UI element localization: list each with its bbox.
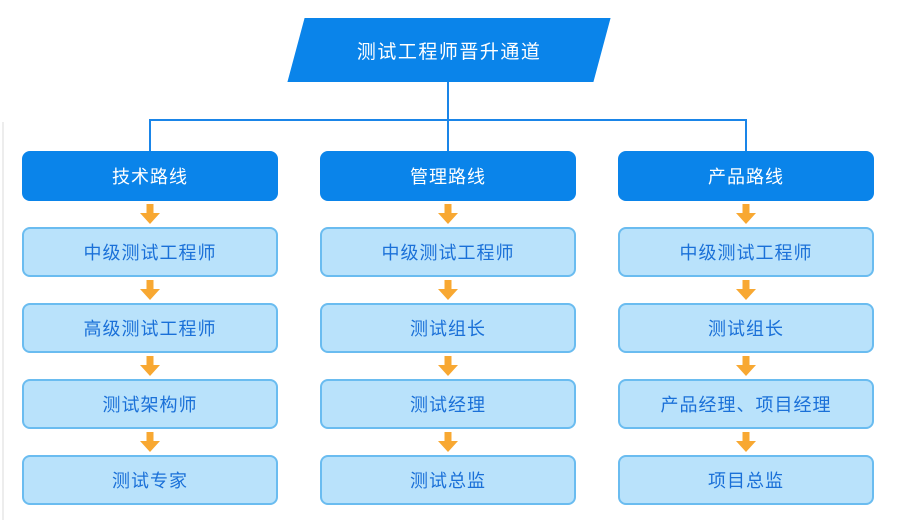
arrow-gap bbox=[618, 429, 874, 455]
column-technical-route: 技术路线 中级测试工程师 高级测试工程师 测试架构师 测试专家 bbox=[22, 151, 278, 505]
arrow-gap bbox=[618, 277, 874, 303]
step-box: 测试架构师 bbox=[22, 379, 278, 429]
column-header: 产品路线 bbox=[618, 151, 874, 201]
left-edge-artifact bbox=[2, 122, 4, 520]
connector-line-drop-left bbox=[149, 119, 151, 153]
step-box: 测试组长 bbox=[320, 303, 576, 353]
down-arrow-icon bbox=[736, 356, 756, 376]
arrow-gap bbox=[320, 201, 576, 227]
flow-title-shape: 测试工程师晋升通道 bbox=[287, 18, 611, 82]
flow-title: 测试工程师晋升通道 bbox=[356, 41, 542, 63]
arrow-gap bbox=[320, 277, 576, 303]
arrow-gap bbox=[22, 201, 278, 227]
step-label: 测试架构师 bbox=[102, 395, 198, 415]
connector-line-top-vertical bbox=[447, 82, 449, 121]
step-label: 产品经理、项目经理 bbox=[660, 395, 832, 415]
step-box: 中级测试工程师 bbox=[22, 227, 278, 277]
step-label: 高级测试工程师 bbox=[83, 319, 217, 339]
down-arrow-icon bbox=[438, 280, 458, 300]
arrow-gap bbox=[618, 353, 874, 379]
step-box: 测试组长 bbox=[618, 303, 874, 353]
column-product-route: 产品路线 中级测试工程师 测试组长 产品经理、项目经理 项目总监 bbox=[618, 151, 874, 505]
step-box: 测试专家 bbox=[22, 455, 278, 505]
step-box: 产品经理、项目经理 bbox=[618, 379, 874, 429]
down-arrow-icon bbox=[736, 204, 756, 224]
down-arrow-icon bbox=[438, 204, 458, 224]
down-arrow-icon bbox=[140, 356, 160, 376]
step-box: 高级测试工程师 bbox=[22, 303, 278, 353]
down-arrow-icon bbox=[140, 432, 160, 452]
arrow-gap bbox=[22, 277, 278, 303]
step-label: 中级测试工程师 bbox=[381, 243, 515, 263]
arrow-gap bbox=[618, 201, 874, 227]
step-label: 项目总监 bbox=[708, 471, 784, 491]
step-label: 测试组长 bbox=[410, 319, 486, 339]
connector-line-drop-right bbox=[745, 119, 747, 153]
step-box: 中级测试工程师 bbox=[320, 227, 576, 277]
step-label: 中级测试工程师 bbox=[679, 243, 813, 263]
arrow-gap bbox=[320, 429, 576, 455]
arrow-gap bbox=[22, 429, 278, 455]
column-management-route: 管理路线 中级测试工程师 测试组长 测试经理 测试总监 bbox=[320, 151, 576, 505]
down-arrow-icon bbox=[438, 356, 458, 376]
step-box: 测试总监 bbox=[320, 455, 576, 505]
down-arrow-icon bbox=[736, 280, 756, 300]
column-header: 技术路线 bbox=[22, 151, 278, 201]
arrow-gap bbox=[320, 353, 576, 379]
step-box: 项目总监 bbox=[618, 455, 874, 505]
step-box: 测试经理 bbox=[320, 379, 576, 429]
down-arrow-icon bbox=[438, 432, 458, 452]
step-label: 测试总监 bbox=[410, 471, 486, 491]
step-label: 中级测试工程师 bbox=[83, 243, 217, 263]
column-header: 管理路线 bbox=[320, 151, 576, 201]
step-label: 测试组长 bbox=[708, 319, 784, 339]
step-label: 测试专家 bbox=[112, 471, 188, 491]
down-arrow-icon bbox=[736, 432, 756, 452]
connector-line-drop-center bbox=[447, 119, 449, 153]
arrow-gap bbox=[22, 353, 278, 379]
down-arrow-icon bbox=[140, 204, 160, 224]
down-arrow-icon bbox=[140, 280, 160, 300]
step-label: 测试经理 bbox=[410, 395, 486, 415]
step-box: 中级测试工程师 bbox=[618, 227, 874, 277]
